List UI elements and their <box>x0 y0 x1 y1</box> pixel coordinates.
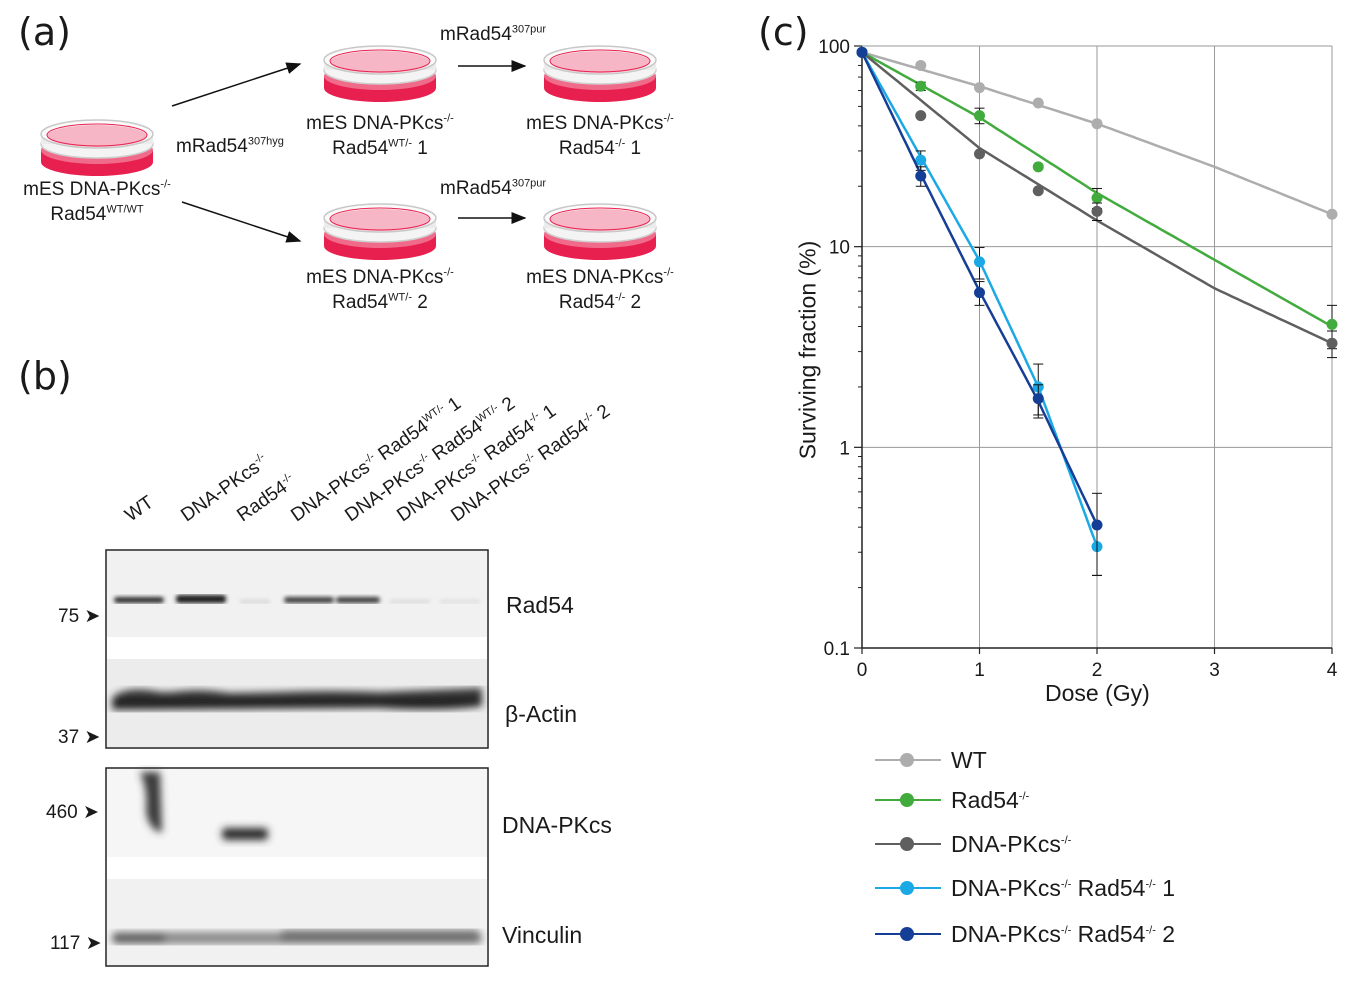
dnapkcs-bands <box>140 772 268 840</box>
blot-label-vinculin: Vinculin <box>502 922 583 948</box>
x-axis-label: Dose (Gy) <box>1045 680 1150 706</box>
legend-label: Rad54-/- <box>951 786 1030 813</box>
label-pur-top: mRad54307pur <box>440 23 547 45</box>
data-point <box>856 46 868 58</box>
panel-label-b: (b) <box>18 354 72 398</box>
panel-label-a: (a) <box>18 10 71 54</box>
x-tick-label: 0 <box>857 660 868 681</box>
label-ko2: mES DNA-PKcs-/- Rad54-/- 2 <box>526 266 674 313</box>
data-point <box>915 80 927 92</box>
data-point <box>1032 393 1044 405</box>
blot-label-rad54: Rad54 <box>506 592 574 618</box>
label-parent: mES DNA-PKcs-/- Rad54WT/WT <box>23 178 171 225</box>
western-blots <box>105 549 489 967</box>
data-point <box>1091 118 1103 130</box>
x-tick-label: 3 <box>1209 660 1220 681</box>
legend-swatch <box>875 926 941 941</box>
data-point <box>1091 192 1103 204</box>
y-tick-label: 100 <box>818 37 850 58</box>
data-point <box>1032 161 1044 173</box>
data-point <box>915 110 927 122</box>
marker-75: 75 ➤ <box>58 606 101 627</box>
label-pur-bot: mRad54307pur <box>440 177 547 199</box>
marker-37: 37 ➤ <box>58 727 101 748</box>
x-tick-label: 2 <box>1092 660 1103 681</box>
data-point <box>915 170 927 182</box>
data-point <box>1326 337 1338 349</box>
legend-item: WT <box>875 744 987 776</box>
rad54-bands <box>114 595 480 603</box>
label-ko1: mES DNA-PKcs-/- Rad54-/- 1 <box>526 112 674 159</box>
data-point <box>1032 97 1044 109</box>
legend-label: DNA-PKcs-/- Rad54-/- 2 <box>951 920 1176 947</box>
data-point <box>974 256 985 268</box>
x-tick-label: 1 <box>974 660 985 681</box>
y-tick-label: 0.1 <box>824 639 850 660</box>
y-axis-label: Surviving fraction (%) <box>794 240 821 460</box>
panel-label-c: (c) <box>758 10 809 54</box>
data-point <box>915 59 927 71</box>
data-point <box>915 154 927 166</box>
data-point <box>1091 519 1103 531</box>
blot-label-actin: β-Actin <box>505 701 578 727</box>
data-point <box>1326 318 1338 330</box>
vinculin-bands <box>112 930 482 944</box>
data-point <box>1091 205 1103 217</box>
legend-swatch <box>875 836 941 851</box>
legend-swatch <box>875 880 941 895</box>
data-point <box>974 110 985 122</box>
marker-460: 460 ➤ <box>46 802 99 823</box>
panel-a-diagram <box>40 45 657 261</box>
y-tick-label: 1 <box>839 438 850 459</box>
data-point <box>974 287 985 299</box>
legend-item: DNA-PKcs-/- Rad54-/- 2 <box>875 918 1175 950</box>
label-het2: mES DNA-PKcs-/- Rad54WT/- 2 <box>306 266 454 313</box>
legend-swatch <box>875 752 941 767</box>
data-point <box>1032 185 1044 197</box>
data-point <box>1326 208 1338 220</box>
actin-bands <box>112 688 482 710</box>
legend-label: WT <box>951 746 987 773</box>
legend-item: Rad54-/- <box>875 784 1029 816</box>
label-het1: mES DNA-PKcs-/- Rad54WT/- 1 <box>306 112 454 159</box>
x-tick-label: 4 <box>1327 660 1338 681</box>
legend-item: DNA-PKcs-/- Rad54-/- 1 <box>875 872 1175 904</box>
legend-swatch <box>875 792 941 807</box>
marker-117: 117 ➤ <box>50 933 102 954</box>
label-hyg: mRad54307hyg <box>176 135 284 157</box>
legend-item: DNA-PKcs-/- <box>875 828 1071 860</box>
legend-label: DNA-PKcs-/- <box>951 830 1072 857</box>
data-point <box>974 148 985 160</box>
data-point <box>974 82 985 94</box>
legend-label: DNA-PKcs-/- Rad54-/- 1 <box>951 874 1176 901</box>
blot-label-dnapkcs: DNA-PKcs <box>502 812 612 838</box>
y-tick-label: 10 <box>829 238 850 259</box>
